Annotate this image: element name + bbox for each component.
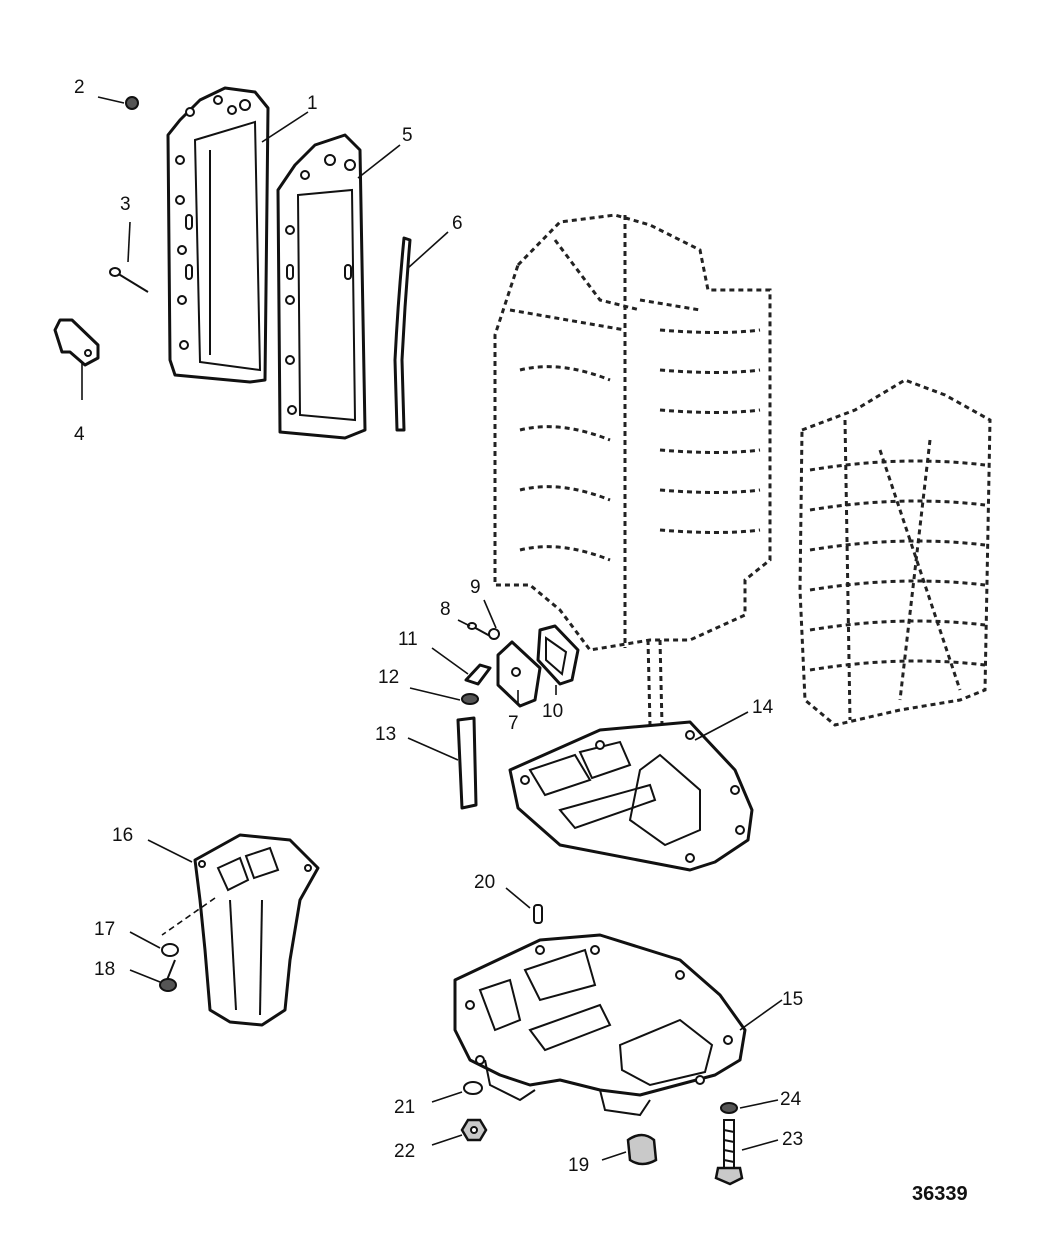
part-5-gasket	[276, 133, 367, 440]
callout-22: 22	[394, 1141, 416, 1162]
part-18-bolt	[159, 959, 177, 992]
part-6-hose-strip	[393, 236, 412, 432]
callout-6: 6	[452, 213, 463, 234]
callout-24: 24	[780, 1089, 802, 1110]
callout-7: 7	[508, 713, 519, 734]
part-16-exhaust-tube	[161, 833, 320, 1027]
callout-9: 9	[470, 577, 481, 598]
part-7-cover-plate	[496, 640, 542, 708]
engine-block-outline	[493, 213, 772, 726]
part-9-washer	[488, 628, 500, 640]
callout-3: 3	[120, 194, 131, 215]
callout-12: 12	[378, 667, 400, 688]
part-21-washer	[463, 1081, 483, 1095]
callout-5: 5	[402, 125, 413, 146]
callout-8: 8	[440, 599, 451, 620]
callout-23: 23	[782, 1129, 804, 1150]
figure-number: 36339	[912, 1183, 968, 1205]
leader-lines	[81, 96, 783, 1161]
part-2-plug	[125, 96, 139, 110]
part-3-screw	[109, 267, 149, 293]
part-20-dowel-pin	[533, 904, 543, 924]
callout-17: 17	[94, 919, 116, 940]
callout-15: 15	[782, 989, 804, 1010]
part-4-clip	[53, 318, 100, 367]
part-12-ring	[461, 693, 479, 705]
callout-16: 16	[112, 825, 134, 846]
callout-1: 1	[307, 93, 318, 114]
part-8-screw	[467, 622, 491, 637]
part-15-adapter-plate	[453, 933, 747, 1117]
callout-2: 2	[74, 77, 85, 98]
callout-14: 14	[752, 697, 774, 718]
part-17-washer	[161, 943, 179, 957]
part-14-plate-gasket	[508, 720, 754, 872]
part-13-hose	[456, 716, 478, 810]
engine-block-side-outline	[798, 378, 992, 727]
part-22-nut	[460, 1118, 488, 1142]
part-23-long-bolt	[714, 1119, 744, 1186]
callout-19: 19	[568, 1155, 590, 1176]
callout-11: 11	[398, 629, 418, 650]
callout-21: 21	[394, 1097, 416, 1118]
part-24-washer	[720, 1102, 738, 1114]
callout-18: 18	[94, 959, 116, 980]
callout-20: 20	[474, 872, 496, 893]
part-11-elbow	[464, 663, 492, 686]
callout-13: 13	[375, 724, 397, 745]
part-10-cover-gasket	[536, 624, 580, 686]
callout-4: 4	[74, 424, 85, 445]
part-19-sleeve	[626, 1133, 658, 1166]
callout-10: 10	[542, 701, 564, 722]
part-1-exhaust-cover	[166, 86, 270, 384]
